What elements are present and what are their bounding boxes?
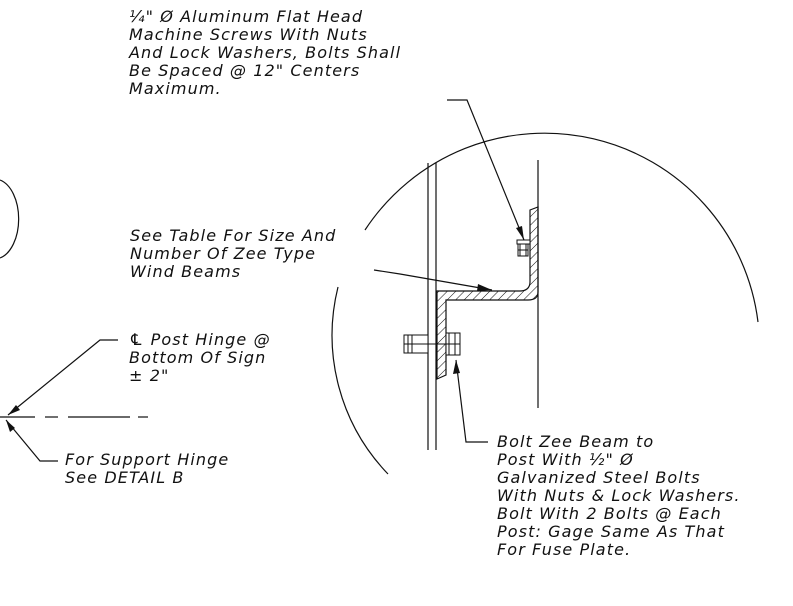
- note-line: ¼" Ø Aluminum Flat Head: [129, 7, 364, 26]
- leader-wind-beams: [373, 269, 493, 291]
- leader-bolt-zee: [455, 359, 488, 443]
- note-line: Post With ½" Ø: [497, 450, 634, 469]
- note-line: With Nuts & Lock Washers.: [497, 486, 741, 505]
- note-line: Be Spaced @ 12" Centers: [129, 61, 361, 80]
- note-line: ℄ Post Hinge @: [129, 330, 271, 349]
- note-line: And Lock Washers, Bolts Shall: [129, 43, 402, 62]
- leader-screws: [447, 99, 525, 241]
- note-line: Galvanized Steel Bolts: [497, 468, 701, 487]
- note-line: Number Of Zee Type: [130, 244, 317, 263]
- note-post-hinge: ℄ Post Hinge @ Bottom Of Sign ± 2": [129, 331, 271, 385]
- note-support-hinge: For Support Hinge See DETAIL B: [65, 451, 229, 487]
- detail-circle-upper-arc: [364, 132, 759, 323]
- left-detail-circle-arc: [0, 179, 20, 259]
- note-line: Bolt With 2 Bolts @ Each: [497, 504, 722, 523]
- arrowhead-screws: [516, 226, 524, 240]
- note-line: ± 2": [129, 366, 170, 385]
- note-line: Bolt Zee Beam to: [497, 432, 655, 451]
- note-line: For Fuse Plate.: [497, 540, 632, 559]
- note-line: Bottom Of Sign: [129, 348, 267, 367]
- note-line: Maximum.: [129, 79, 222, 98]
- note-line: See DETAIL B: [65, 468, 185, 487]
- post: [427, 163, 437, 450]
- leader-support-hinge: [5, 419, 58, 462]
- note-screws: ¼" Ø Aluminum Flat Head Machine Screws W…: [129, 8, 401, 98]
- detail-circle-lower-arc: [331, 286, 389, 475]
- note-bolt-zee: Bolt Zee Beam to Post With ½" Ø Galvaniz…: [497, 433, 741, 559]
- arrowhead-post-hinge: [8, 405, 20, 415]
- note-line: Wind Beams: [130, 262, 242, 281]
- note-wind-beams: See Table For Size And Number Of Zee Typ…: [130, 227, 336, 281]
- note-line: Post: Gage Same As That: [497, 522, 725, 541]
- zee-beam: [436, 206, 539, 380]
- screw-upper: [516, 239, 531, 257]
- note-line: Machine Screws With Nuts: [129, 25, 368, 44]
- bolt-lower: [403, 332, 461, 356]
- arrowhead-support-hinge: [6, 420, 15, 432]
- arrowhead-bolt-zee: [453, 360, 460, 374]
- leader-post-hinge: [7, 339, 118, 416]
- note-line: See Table For Size And: [130, 226, 337, 245]
- arrowhead-wind-beams: [477, 284, 492, 291]
- note-line: For Support Hinge: [65, 450, 230, 469]
